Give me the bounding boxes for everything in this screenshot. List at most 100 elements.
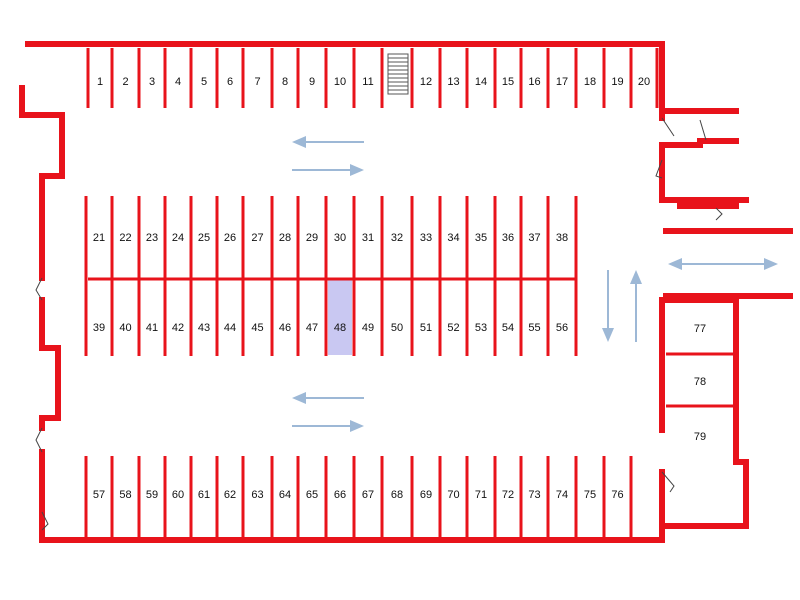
door-right-1 [661,117,707,141]
parking-space-13: 13 [447,76,459,88]
parking-space-40: 40 [119,322,131,334]
parking-space-59: 59 [146,489,158,501]
parking-space-20: 20 [638,76,650,88]
parking-space-1: 1 [97,76,103,88]
parking-space-43: 43 [198,322,210,334]
parking-space-61: 61 [198,489,210,501]
parking-space-49: 49 [362,322,374,334]
parking-space-2: 2 [122,76,128,88]
doors [35,117,723,531]
parking-space-38: 38 [556,232,568,244]
door-left-1 [35,277,43,301]
parking-space-56: 56 [556,322,568,334]
parking-space-64: 64 [279,489,291,501]
parking-space-30: 30 [334,232,346,244]
parking-space-71: 71 [475,489,487,501]
parking-space-58: 58 [119,489,131,501]
parking-space-60: 60 [172,489,184,501]
parking-space-63: 63 [251,489,263,501]
parking-space-7: 7 [254,76,260,88]
parking-space-15: 15 [502,76,514,88]
parking-space-17: 17 [556,76,568,88]
parking-space-55: 55 [528,322,540,334]
parking-space-10: 10 [334,76,346,88]
parking-space-66: 66 [334,489,346,501]
parking-space-74: 74 [556,489,568,501]
parking-space-28: 28 [279,232,291,244]
parking-space-22: 22 [119,232,131,244]
highlighted-space [328,280,352,355]
parking-space-42: 42 [172,322,184,334]
parking-space-50: 50 [391,322,403,334]
door-right-4 [661,471,675,493]
top-wall [25,41,665,121]
parking-space-51: 51 [420,322,432,334]
parking-space-29: 29 [306,232,318,244]
parking-space-24: 24 [172,232,184,244]
parking-space-45: 45 [251,322,263,334]
parking-space-25: 25 [198,232,210,244]
door-right-2 [655,159,663,179]
parking-space-62: 62 [224,489,236,501]
parking-space-26: 26 [224,232,236,244]
parking-space-37: 37 [528,232,540,244]
parking-space-19: 19 [611,76,623,88]
parking-space-9: 9 [309,76,315,88]
right-corridor-d [659,175,749,203]
space-dividers [84,48,659,540]
parking-space-16: 16 [528,76,540,88]
parking-space-23: 23 [146,232,158,244]
parking-space-39: 39 [93,322,105,334]
parking-space-18: 18 [584,76,596,88]
parking-space-33: 33 [420,232,432,244]
arrow-up-icon [630,270,642,342]
parking-space-12: 12 [420,76,432,88]
right-wall-lower [659,297,749,529]
parking-space-21: 21 [93,232,105,244]
arrow-bidirectional-icon [668,258,778,270]
outer-walls [19,41,793,543]
parking-space-47: 47 [306,322,318,334]
parking-space-73: 73 [528,489,540,501]
parking-space-35: 35 [475,232,487,244]
parking-space-76: 76 [611,489,623,501]
parking-space-41: 41 [146,322,158,334]
traffic-arrows [292,136,778,432]
parking-space-75: 75 [584,489,596,501]
parking-space-36: 36 [502,232,514,244]
arrow-right-upper-icon [292,164,364,176]
parking-space-8: 8 [282,76,288,88]
left-wall-middle [39,297,61,431]
parking-space-27: 27 [251,232,263,244]
parking-space-6: 6 [227,76,233,88]
stairs [387,53,409,95]
door-left-2 [35,427,43,453]
arrow-right-lower-icon [292,420,364,432]
parking-space-11: 11 [362,76,373,88]
parking-space-77: 77 [694,323,706,335]
parking-space-34: 34 [447,232,459,244]
parking-space-46: 46 [279,322,291,334]
parking-space-79: 79 [694,431,706,443]
parking-space-32: 32 [391,232,403,244]
parking-space-52: 52 [447,322,459,334]
parking-space-68: 68 [391,489,403,501]
parking-space-31: 31 [362,232,374,244]
door-right-3 [715,207,723,221]
arrow-left-upper-icon [292,136,364,148]
parking-space-4: 4 [175,76,181,88]
parking-space-78: 78 [694,376,706,388]
parking-space-69: 69 [420,489,432,501]
arrow-left-lower-icon [292,392,364,404]
parking-space-54: 54 [502,322,514,334]
left-wall-upper [19,85,65,281]
parking-space-44: 44 [224,322,236,334]
parking-space-70: 70 [447,489,459,501]
parking-space-53: 53 [475,322,487,334]
parking-space-5: 5 [201,76,207,88]
parking-space-65: 65 [306,489,318,501]
parking-space-72: 72 [502,489,514,501]
parking-space-14: 14 [475,76,487,88]
